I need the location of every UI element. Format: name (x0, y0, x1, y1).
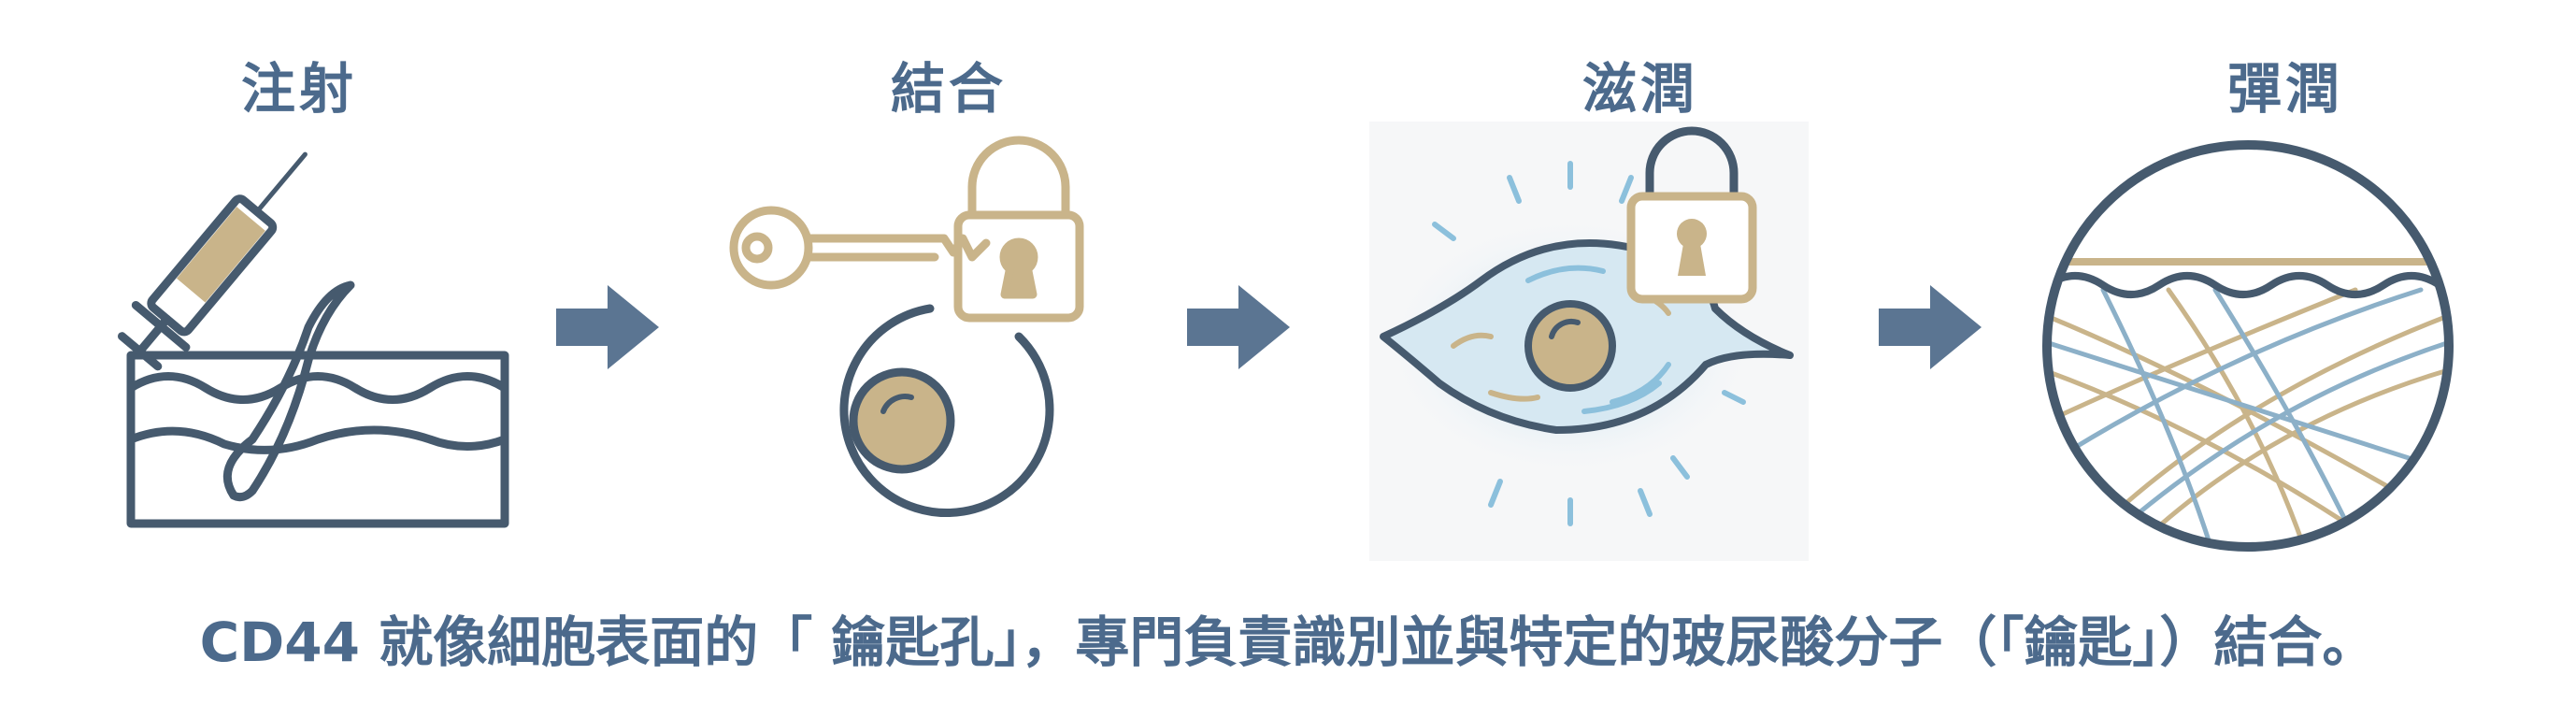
hydrated-cell-icon (1369, 122, 1809, 561)
step-label-bind: 結合 (890, 57, 1007, 121)
step-label-elastic: 彈潤 (2226, 57, 2343, 121)
step-label-moisturize: 滋潤 (1581, 57, 1698, 121)
arrow-right-icon (556, 285, 659, 369)
arrow-right-icon (1879, 285, 1982, 369)
step-label-inject: 注射 (240, 57, 357, 121)
syringe-skin-icon (118, 151, 509, 528)
key-lock-cell-icon (729, 136, 1084, 518)
caption: CD44 就像細胞表面的「 鑰匙孔」，專門負責識別並與特定的玻尿酸分子（「鑰匙」… (199, 610, 2377, 674)
skin-mesh-icon (2042, 140, 2454, 552)
arrow-right-icon (1187, 285, 1290, 369)
